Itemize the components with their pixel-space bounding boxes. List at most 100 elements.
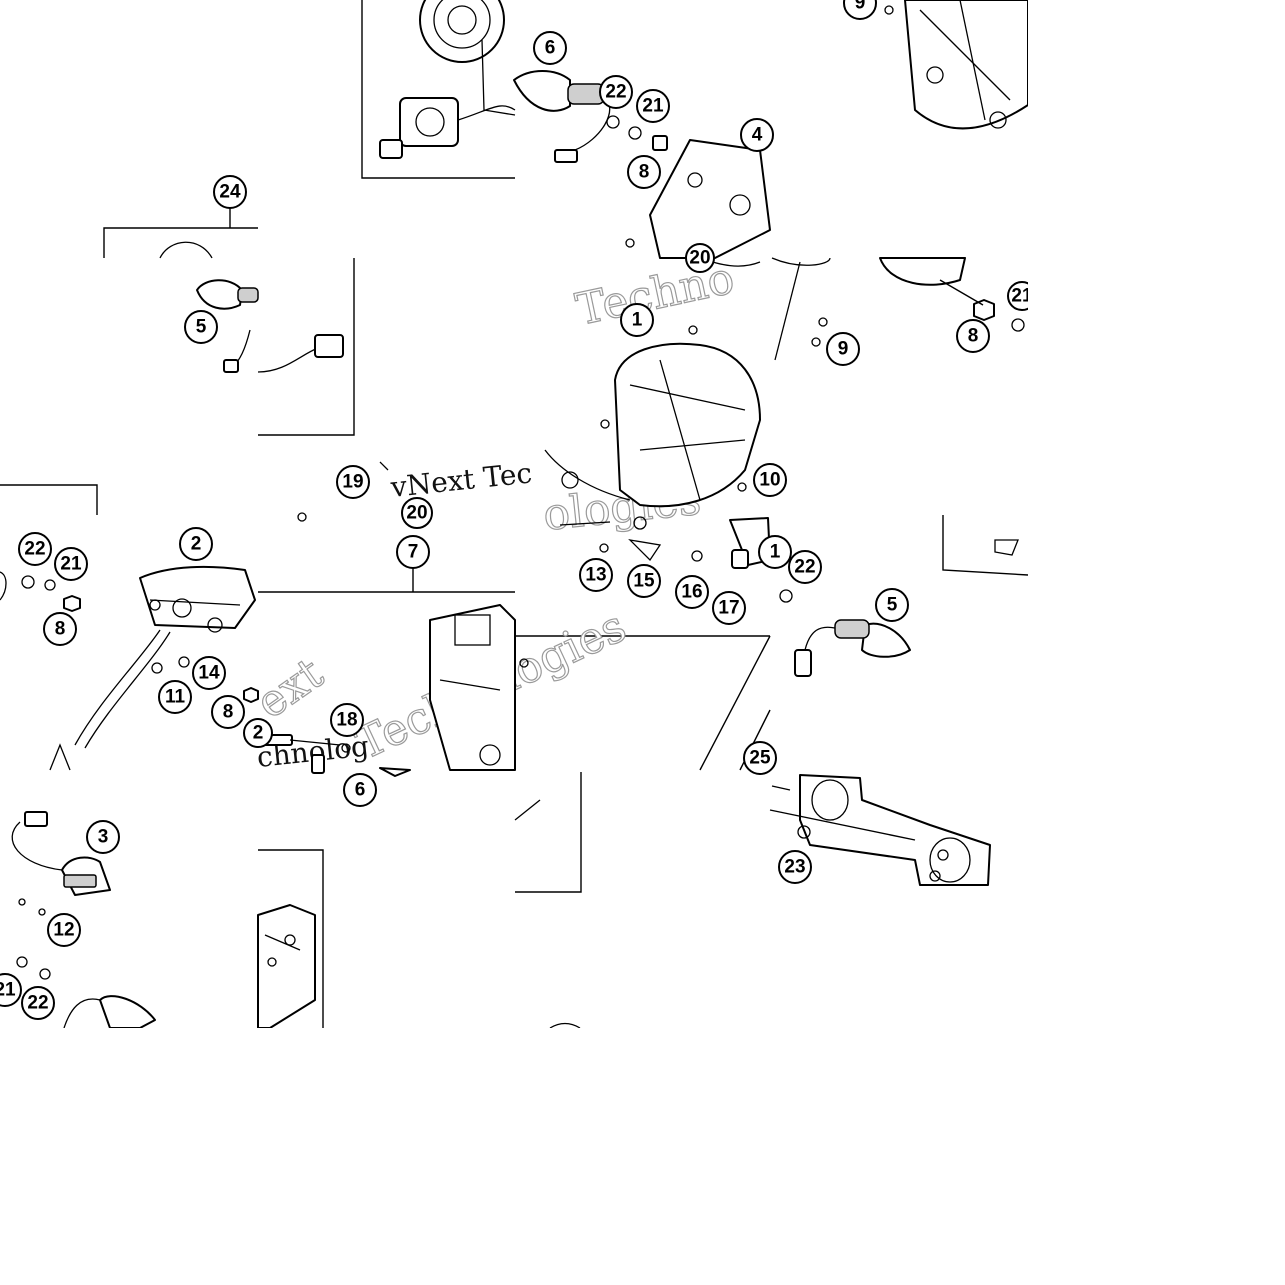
frame-lines [0,0,1029,1028]
svg-text:3: 3 [98,827,109,848]
svg-text:24: 24 [219,182,241,203]
callout-10: 10 [753,463,787,497]
bottom-center-fragment [257,799,581,1029]
svg-text:13: 13 [585,565,606,586]
callout-8-center: 8 [211,695,245,729]
callout-8-right: 8 [956,319,990,353]
callout-4: 4 [740,118,774,152]
callout-5-right: 5 [875,588,909,622]
callout-group: 1 1 2 2 3 4 5 5 6 6 7 8 8 8 8 9 9 10 11 … [0,0,1037,1020]
callout-21-left: 21 [54,547,88,581]
svg-text:1: 1 [770,542,781,563]
callout-14: 14 [192,656,226,690]
callout-25: 25 [743,741,777,775]
callout-7: 7 [396,535,430,569]
svg-text:18: 18 [336,710,357,731]
small-hardware-center [559,516,749,569]
svg-text:8: 8 [968,326,979,347]
svg-text:21: 21 [1011,286,1033,307]
svg-text:8: 8 [639,162,650,183]
svg-text:2: 2 [191,534,202,555]
callout-9-top: 9 [843,0,877,20]
svg-text:9: 9 [838,339,849,360]
callout-1: 1 [620,303,654,337]
turn-signal-5-right [779,589,911,677]
svg-text:20: 20 [406,503,427,524]
bracket-7-part [429,604,529,771]
callout-6-bottom: 6 [343,773,377,807]
svg-text:12: 12 [53,920,74,941]
callout-20-left: 20 [401,497,433,529]
callout-1-right: 1 [758,535,792,569]
turn-signal-bottom-left [16,956,156,1029]
callout-6-top: 6 [533,31,567,65]
taillight-2-part [49,565,256,771]
callout-24: 24 [213,175,247,209]
lamp-socket-part [379,0,516,159]
watermark-techno: Techno [572,253,739,336]
svg-text:22: 22 [27,993,48,1014]
housing-top-right [884,0,1029,130]
svg-text:16: 16 [681,582,702,603]
callout-22-left: 22 [18,532,52,566]
svg-text:20: 20 [689,248,710,269]
svg-text:19: 19 [342,472,363,493]
callout-5-left: 5 [184,310,218,344]
svg-text:23: 23 [784,857,805,878]
svg-text:14: 14 [198,663,220,684]
headlight-main-part [544,257,771,566]
svg-text:8: 8 [223,702,234,723]
svg-text:25: 25 [749,748,771,769]
svg-text:5: 5 [887,595,898,616]
callout-8-top: 8 [627,155,661,189]
callout-20-top: 20 [685,243,715,273]
callout-2-lower: 2 [243,718,273,748]
license-light-3-part [11,811,111,916]
callout-19: 19 [336,465,370,499]
mounting-arm-part [769,774,991,886]
callout-11: 11 [158,680,192,714]
callout-22-right: 22 [788,550,822,584]
svg-text:22: 22 [24,539,45,560]
blank-bottom-area [0,1028,1285,1285]
svg-text:15: 15 [633,571,655,592]
callout-8-left: 8 [43,612,77,646]
svg-text:1: 1 [632,310,643,331]
callout-12: 12 [47,913,81,947]
callout-17: 17 [712,591,746,625]
svg-text:7: 7 [408,542,419,563]
callout-18: 18 [330,703,364,737]
watermark-vnext: vNext Tec [388,456,533,504]
callout-21-top: 21 [636,89,670,123]
svg-text:5: 5 [196,317,207,338]
svg-text:6: 6 [355,780,366,801]
callout-16: 16 [675,575,709,609]
svg-text:8: 8 [55,619,66,640]
callout-22-bottom: 22 [21,986,55,1020]
callout-15: 15 [627,564,661,598]
svg-text:22: 22 [605,82,626,103]
callout-21-bottom: 21 [0,973,22,1007]
right-fragment-small [994,539,1019,556]
svg-text:21: 21 [60,554,82,575]
svg-text:6: 6 [545,38,556,59]
svg-text:10: 10 [759,470,780,491]
callout-3: 3 [86,820,120,854]
svg-text:2: 2 [253,723,264,744]
svg-text:21: 21 [0,980,16,1001]
callout-22-top: 22 [599,75,633,109]
callout-13: 13 [579,558,613,592]
right-bolts [771,257,1025,361]
svg-text:22: 22 [794,557,815,578]
callout-9-right: 9 [826,332,860,366]
svg-text:17: 17 [718,598,739,619]
svg-text:11: 11 [165,687,186,708]
left-washers [0,571,259,703]
callout-2: 2 [179,527,213,561]
watermark-ext: ext [247,648,333,729]
callout-23: 23 [778,850,812,884]
svg-text:4: 4 [752,125,763,146]
svg-text:21: 21 [642,96,664,117]
part-drawings [0,0,1029,1029]
